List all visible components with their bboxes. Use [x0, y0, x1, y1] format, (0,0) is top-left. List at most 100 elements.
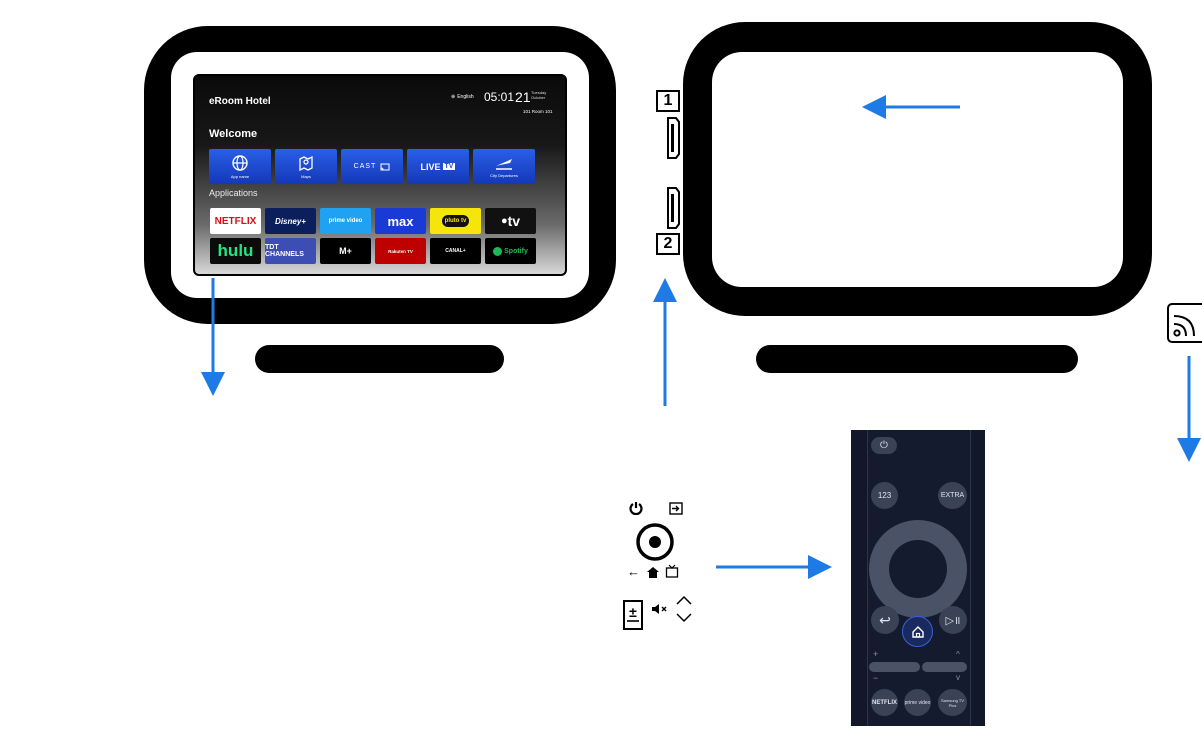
tile-label: Maps	[301, 173, 311, 179]
app-max[interactable]: max	[375, 208, 426, 234]
power-icon[interactable]	[629, 501, 643, 515]
app-apple-tv[interactable]: ●tv	[485, 208, 536, 234]
app-label: pluto tv	[441, 215, 470, 227]
remote-power-button[interactable]: ⏻	[871, 437, 897, 454]
button-label: 123	[877, 491, 892, 500]
tv-badge: TV	[442, 163, 456, 170]
tile-label: City Departures	[490, 172, 518, 178]
app-pluto-tv[interactable]: pluto tv	[430, 208, 481, 234]
app-label: CANAL+	[445, 248, 466, 254]
app-label: NETFLIX	[214, 215, 257, 227]
app-label: prime video	[328, 218, 363, 224]
app-spotify[interactable]: Spotify	[485, 238, 536, 264]
volume-icon[interactable]: ±	[623, 600, 643, 630]
tv-2-screen	[712, 52, 1123, 287]
mute-icon[interactable]	[651, 603, 669, 615]
remote-play-pause-button[interactable]: ▷॥	[939, 606, 967, 634]
tile-live-tv[interactable]: LIVE TV	[407, 149, 469, 184]
remote-samsung-tv-plus-button[interactable]: Samsung TV Plus	[938, 689, 967, 716]
tile-app-name[interactable]: App name	[209, 149, 271, 184]
remote-back-button[interactable]: ↩	[871, 606, 899, 634]
channel-up-icon: ^	[956, 650, 960, 659]
remote-channel-rocker[interactable]	[922, 662, 967, 672]
remote-netflix-button[interactable]: NETFLIX	[871, 689, 898, 716]
app-canal-plus[interactable]: CANAL+	[430, 238, 481, 264]
home-icon	[911, 625, 924, 638]
button-label: NETFLIX	[872, 699, 897, 706]
globe-icon: ⊕	[451, 94, 456, 100]
app-label: Disney+	[275, 216, 306, 226]
remote-control: ⏻ 123 EXTRA ↩ ▷॥ + − ^ v NETFLIX prime v…	[851, 430, 985, 726]
button-label: Samsung TV Plus	[940, 697, 965, 708]
tv-2-stand	[756, 345, 1078, 373]
app-label: tv	[507, 213, 521, 229]
tile-maps[interactable]: Maps	[275, 149, 337, 184]
plane-icon	[496, 158, 512, 170]
hdmi-port-2-label: 2	[656, 233, 680, 255]
app-label: M+	[339, 246, 352, 256]
channel-down-icon: v	[956, 673, 960, 682]
hdmi-port-1-icon	[667, 117, 680, 159]
remote-home-button[interactable]	[902, 616, 933, 647]
hdmi-port-1-label: 1	[656, 90, 680, 112]
tile-label: LIVE	[420, 161, 441, 172]
input-source-icon[interactable]	[669, 502, 683, 515]
app-movistar-plus[interactable]: M+	[320, 238, 371, 264]
app-label: max	[387, 213, 414, 229]
welcome-heading: Welcome	[209, 128, 258, 140]
cast-icon	[380, 163, 390, 170]
date-day-number: 21	[515, 89, 531, 105]
tv-1-stand	[255, 345, 504, 373]
applications-heading: Applications	[209, 188, 258, 198]
remote-123-button[interactable]: 123	[871, 482, 898, 509]
app-label: Spotify	[504, 247, 528, 255]
language-label: English	[457, 94, 474, 100]
back-arrow-icon[interactable]: ←	[627, 564, 640, 579]
tv-icon[interactable]	[665, 564, 679, 578]
app-hulu[interactable]: hulu	[210, 238, 261, 264]
apple-icon: ●	[500, 215, 508, 227]
app-label: hulu	[217, 241, 254, 260]
select-button-icon[interactable]	[635, 522, 675, 562]
date-text: Tuesday October	[531, 90, 546, 100]
hdmi-port-2-icon	[667, 187, 680, 229]
remote-volume-rocker[interactable]	[869, 662, 920, 672]
volume-plus-label: +	[873, 649, 879, 659]
play-pause-icon: ▷॥	[945, 614, 961, 627]
app-label: TDT CHANNELS	[265, 244, 304, 258]
weekday: Tuesday	[531, 90, 547, 95]
tv-controls-legend: ← ±	[620, 495, 694, 635]
globe-icon	[232, 154, 248, 171]
back-arrow-icon: ↩	[879, 611, 891, 628]
app-netflix[interactable]: NETFLIX	[210, 208, 261, 234]
room-label: 101 Room 101	[523, 109, 553, 114]
app-prime-video[interactable]: prime video	[320, 208, 371, 234]
app-label: Rakuten TV	[388, 248, 413, 254]
home-icon[interactable]	[647, 567, 659, 578]
language-selector[interactable]: ⊕ English	[451, 94, 474, 100]
clock: 05:01	[484, 90, 515, 104]
app-tdt-channels[interactable]: TDT CHANNELS	[265, 238, 316, 264]
button-label: prime video	[904, 699, 931, 706]
app-disney-plus[interactable]: Disney+	[265, 208, 316, 234]
tile-cast[interactable]: CAST	[341, 149, 403, 184]
app-rakuten-tv[interactable]: Rakuten TV	[375, 238, 426, 264]
button-label: EXTRA	[940, 492, 965, 499]
tile-label: App name	[230, 173, 250, 179]
volume-minus-label: −	[873, 673, 879, 683]
spotify-icon	[493, 246, 503, 256]
tv-1-screen: eRoom Hotel ⊕ English 05:01 21 Tuesday O…	[193, 74, 567, 276]
tile-label: CAST	[353, 163, 377, 170]
cast-icon	[1167, 303, 1202, 343]
tile-city-departures[interactable]: City Departures	[473, 149, 535, 184]
remote-select-button[interactable]	[889, 540, 947, 598]
hotel-name: eRoom Hotel	[209, 96, 271, 107]
remote-extra-button[interactable]: EXTRA	[938, 482, 967, 509]
power-icon: ⏻	[880, 440, 888, 451]
map-icon	[299, 155, 313, 171]
channel-down-icon[interactable]	[676, 613, 692, 623]
month: October	[531, 95, 546, 100]
svg-text:±: ±	[629, 604, 637, 620]
channel-up-icon[interactable]	[676, 595, 692, 605]
remote-prime-video-button[interactable]: prime video	[904, 689, 931, 716]
